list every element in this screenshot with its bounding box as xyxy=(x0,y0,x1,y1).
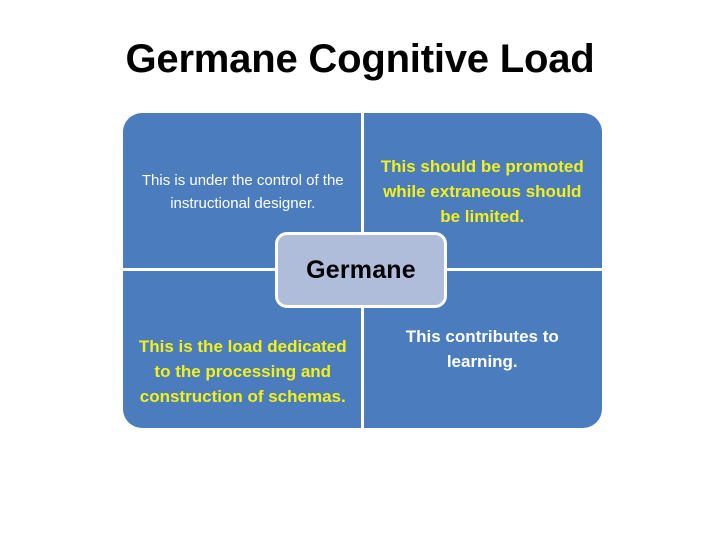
center-label-box: Germane xyxy=(275,232,447,308)
quadrant-top-left-text: This is under the control of the instruc… xyxy=(141,171,344,212)
quadrant-top-right: This should be promoted while extraneous… xyxy=(363,113,603,271)
quadrant-top-right-text: This should be promoted while extraneous… xyxy=(380,157,584,227)
center-label-text: Germane xyxy=(306,255,416,284)
quadrant-matrix: This is under the control of the instruc… xyxy=(123,113,602,428)
slide-title: Germane Cognitive Load xyxy=(125,37,595,81)
quadrant-bottom-right: This contributes to learning. xyxy=(363,271,603,429)
quadrant-top-left: This is under the control of the instruc… xyxy=(123,113,363,271)
quadrant-bottom-left-text: This is the load dedicated to the proces… xyxy=(138,336,347,406)
quadrant-bottom-left: This is the load dedicated to the proces… xyxy=(123,271,363,429)
quadrant-bottom-right-text: This contributes to learning. xyxy=(405,327,559,372)
